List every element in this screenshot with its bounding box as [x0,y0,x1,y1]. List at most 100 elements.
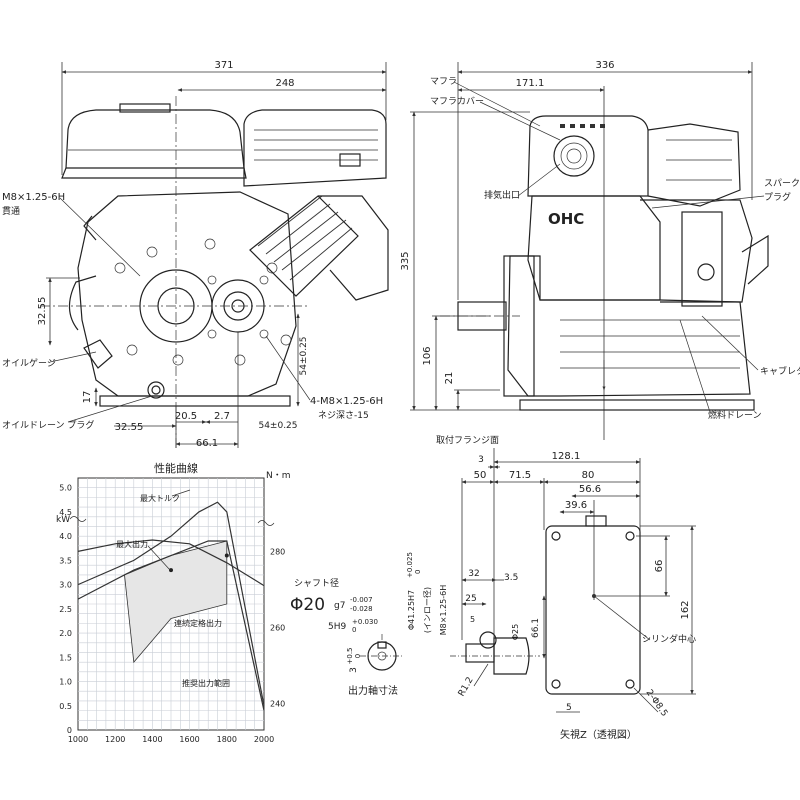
x-tick-label: 1400 [142,735,162,744]
x-tick-label: 1200 [105,735,125,744]
dim-m8: M8×1.25-6H [439,585,448,636]
inro-label: (インロー径) [422,587,432,633]
cyl-center-label: シリンダ中心 [642,633,696,645]
dim-25: 25 [465,594,476,604]
label-thread-depth: ネジ深さ-15 [318,410,369,421]
key-width: 5H9 [328,622,346,632]
dim-3-5: 3.5 [504,573,518,583]
dim-171-1: 171.1 [516,78,545,89]
y-left-tick-label: 3.5 [59,556,72,565]
label-through: 貫通 [2,206,20,217]
dim-phi25: Φ25 [511,624,520,640]
y-left-tick-label: 4.5 [59,508,72,517]
label-spark-1: スパーク [764,178,800,189]
dim-128-1: 128.1 [552,451,581,462]
flange-view: 取付フランジ面 128.1 3 50 71.5 80 56.6 39.6 32 … [406,435,696,741]
label-bolts4: 4-M8×1.25-6H [310,396,383,407]
y-left-tick-label: 3.0 [59,581,72,590]
dim-32: 32 [468,569,479,579]
dim-106: 106 [422,346,433,365]
shaft-tol: g7 [334,601,345,611]
dim-50: 50 [474,470,487,481]
dim-54-b: 54±0.25 [299,336,309,375]
dim-phi41: Φ41.25H7 [407,590,416,630]
key-upper: +0.030 [352,618,378,626]
y-left-tick-label: 4.0 [59,532,72,541]
y-left-tick-label: 1.0 [59,678,72,687]
dim-3: 3 [478,455,484,465]
label-carb: キャブレタ [760,365,800,377]
axis-break-right [257,520,275,526]
holes-label: 2-Φ8.5 [644,688,670,719]
dim-5: 5 [470,615,475,624]
flange-face-label: 取付フランジ面 [436,435,499,446]
dim-80: 80 [582,470,595,481]
dim-54-a: 54±0.25 [258,421,297,431]
shaft-tol-upper: -0.007 [350,596,373,604]
dim-21: 21 [444,372,455,385]
y-left-tick-label: 2.0 [59,629,72,638]
shaft-dia-label: シャフト径 [294,577,339,589]
dim-32-55-v: 32.55 [37,297,48,326]
y-right-unit: N・m [266,471,291,481]
dim-66-1: 66.1 [196,438,218,449]
series-line-1 [77,501,265,706]
series-label-continuous: 連続定格出力 [174,618,222,628]
label-exhaust: 排気出口 [484,189,520,201]
dim-71-5: 71.5 [509,470,531,481]
dim-5-bottom: 5 [566,703,572,713]
y-left-unit: kW [56,515,70,525]
dim-335: 335 [400,251,411,270]
dim-17: 17 [82,391,93,404]
ohc-badge: OHC [548,210,584,228]
data-point [224,553,229,558]
label-muffler-cover: マフラカバー [430,96,484,107]
dim-248: 248 [275,78,294,89]
shaft-detail: シャフト径 Φ20 g7 -0.007 -0.028 5H9 +0.030 0 … [290,577,404,697]
key-depth-upper: +0.5 [346,648,354,665]
y-left-tick-label: 0 [67,726,72,735]
front-view: 371 248 [2,60,389,450]
dim-2-7: 2.7 [214,411,230,422]
dim-r1-2: R1.2 [457,676,476,699]
data-point [169,568,173,573]
label-oil-drain: オイルドレーン プラグ [2,419,94,431]
series-line-2 [77,540,265,711]
dim-162: 162 [680,600,691,619]
key-lower: 0 [352,626,356,634]
axis-break-left [69,516,87,522]
dim-20-5: 20.5 [175,411,197,422]
label-muffler: マフラ [430,76,457,87]
label-fuel-drain: 燃料ドレーン [708,409,762,421]
shaft-title: 出力軸寸法 [348,684,398,697]
x-tick-label: 1600 [179,735,199,744]
x-tick-label: 1800 [217,735,237,744]
dim-66-1: 66.1 [531,618,541,638]
dim-32-55-h: 32.55 [115,422,144,433]
flange-plate [545,525,641,695]
y-right-tick-label: 240 [270,699,285,708]
side-view: 336 171.1 335 106 21 OHC [400,60,800,440]
series-label-torque: 最大トルク [140,493,180,503]
region-label: 推奨出力範囲 [182,678,230,688]
y-right-tick-label: 260 [270,623,285,632]
cylinder-fins [249,195,389,301]
y-right-tick-label: 280 [270,547,285,556]
key-depth: 3 [349,667,359,673]
dim-66: 66 [654,560,665,573]
dim-39-6: 39.6 [565,500,587,511]
view-z-title: 矢視Z（透視図） [560,728,637,741]
chart-title: 性能曲線 [154,461,198,475]
x-tick-label: 2000 [254,735,274,744]
dim-371: 371 [214,60,233,71]
dim-56-6: 56.6 [579,484,601,495]
label-oil-gauge: オイルゲージ [2,357,56,369]
dim-phi41-lower: 0 [414,570,422,574]
x-tick-label: 1000 [68,735,88,744]
chart-series [77,501,265,711]
y-left-tick-label: 5.0 [59,484,72,493]
y-left-tick-label: 2.5 [59,605,72,614]
